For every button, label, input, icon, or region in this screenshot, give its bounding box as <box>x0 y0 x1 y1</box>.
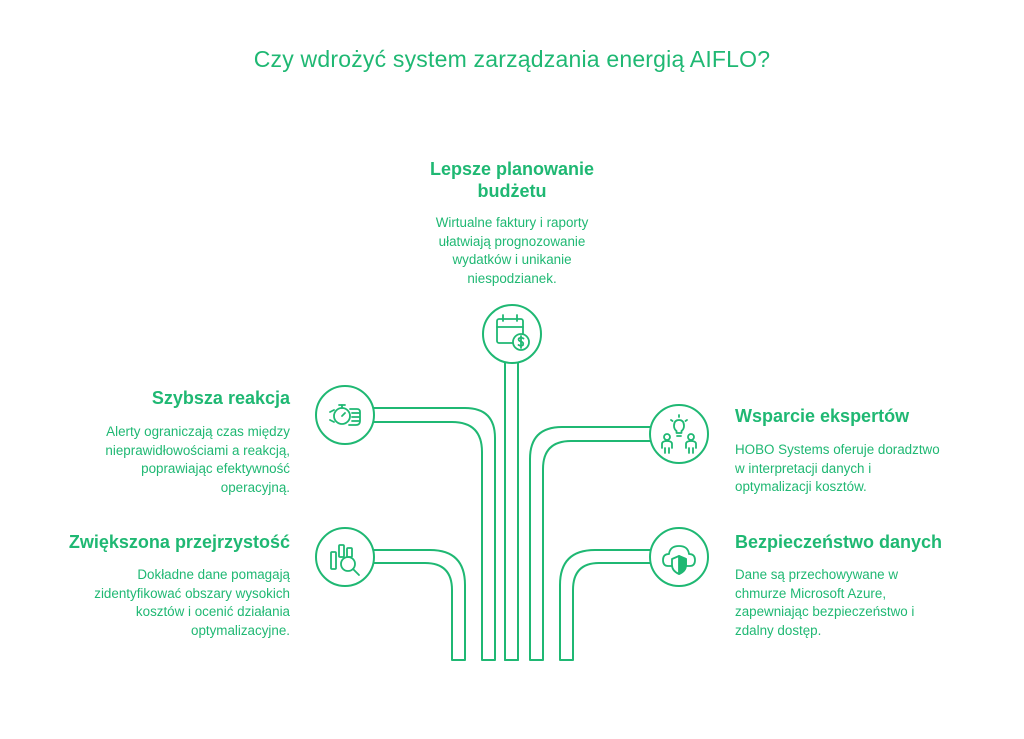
security-desc-line: chmurze Microsoft Azure, <box>735 585 887 601</box>
experts-desc-line: HOBO Systems oferuje doradztwo <box>735 442 940 457</box>
budget-heading-line1: Lepsze planowanie <box>429 159 595 179</box>
cloud-shield-icon <box>662 545 696 575</box>
experts-heading: Wsparcie ekspertów <box>735 406 910 426</box>
experts-icon-circle <box>649 404 709 464</box>
transparency-desc-line: Dokładne dane pomagają <box>137 567 290 582</box>
reaction-description: Alerty ograniczają czas między nieprawid… <box>40 423 290 497</box>
reaction-icon-circle <box>315 385 375 445</box>
budget-desc-line: wydatków i unikanie <box>452 252 572 268</box>
reaction-desc-line: operacyjną. <box>220 479 290 495</box>
transparency-desc-line: zidentyfikować obszary wysokich <box>94 585 290 601</box>
connector-budget <box>504 361 519 661</box>
connector-transparency <box>372 549 466 661</box>
budget-heading-line2: budżetu <box>477 181 547 201</box>
reaction-desc-line: nieprawidłowościami a reakcją, <box>105 442 290 458</box>
budget-desc-line: ułatwiają prognozowanie <box>438 233 586 249</box>
transparency-description: Dokładne dane pomagają zidentyfikować ob… <box>40 566 290 640</box>
connector-security <box>559 549 651 661</box>
budget-description: Wirtualne faktury i raporty ułatwiają pr… <box>392 214 632 288</box>
reaction-desc-line: Alerty ograniczają czas między <box>106 424 290 439</box>
security-desc-line: zdalny dostęp. <box>735 622 822 638</box>
hand-stopwatch-icon <box>329 404 361 426</box>
people-lightbulb-icon <box>661 414 697 454</box>
connector-reaction <box>372 407 496 661</box>
security-description: Dane są przechowywane w chmurze Microsof… <box>735 566 1005 640</box>
security-desc-line: Dane są przechowywane w <box>735 567 899 582</box>
experts-desc-line: optymalizacji kosztów. <box>735 479 867 495</box>
budget-desc-line: niespodzianek. <box>467 270 557 286</box>
transparency-desc-line: optymalizacyjne. <box>191 622 290 638</box>
experts-description: HOBO Systems oferuje doradztwo w interpr… <box>735 441 1005 497</box>
experts-desc-line: w interpretacji danych i <box>735 460 872 476</box>
connector-experts <box>529 426 651 661</box>
security-desc-line: zapewniając bezpieczeństwo i <box>735 604 915 620</box>
chart-magnifier-icon <box>330 544 360 576</box>
budget-heading: Lepsze planowanie budżetu <box>392 158 632 202</box>
budget-desc-line: Wirtualne faktury i raporty <box>435 215 589 230</box>
transparency-heading: Zwiększona przejrzystość <box>68 532 290 552</box>
reaction-desc-line: poprawiając efektywność <box>141 461 290 477</box>
security-heading: Bezpieczeństwo danych <box>735 532 943 552</box>
calendar-dollar-icon <box>496 314 530 351</box>
page-title: Czy wdrożyć system zarządzania energią A… <box>253 46 771 72</box>
budget-icon-circle <box>482 304 542 364</box>
transparency-desc-line: kosztów i ocenić działania <box>135 604 290 620</box>
reaction-heading: Szybsza reakcja <box>151 388 290 408</box>
